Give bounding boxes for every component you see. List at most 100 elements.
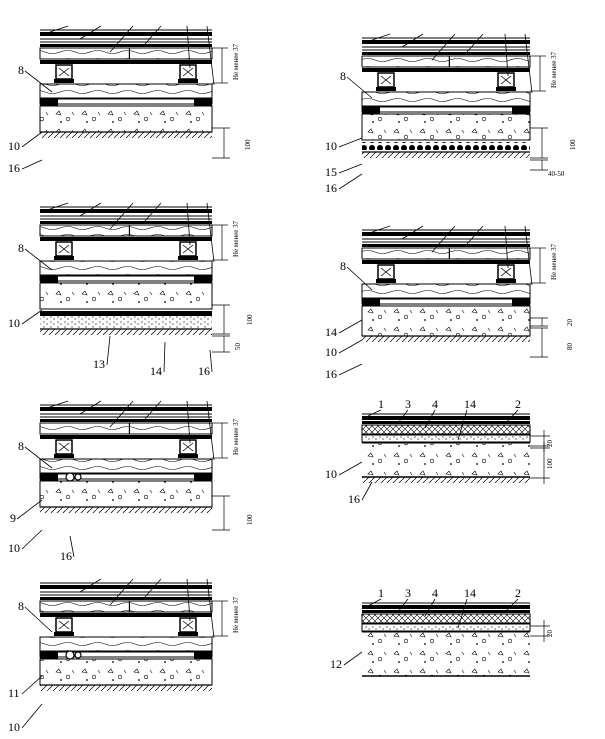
ground-hatch [40, 507, 212, 513]
leader-line [401, 33, 424, 48]
min-height-note: Не менее 37 [232, 220, 240, 257]
dimension-20: 20 [546, 630, 554, 638]
callout-10: 10 [8, 139, 20, 153]
leader-line [69, 535, 75, 558]
leader-line [397, 598, 409, 613]
leader-line [79, 202, 102, 217]
callout-13: 13 [93, 357, 105, 371]
leader-line [466, 225, 484, 245]
leader-line [338, 173, 363, 190]
leader-line [109, 400, 134, 428]
dimension-100: 100 [244, 139, 252, 150]
callout-2: 2 [515, 397, 521, 411]
leader-line [186, 202, 191, 246]
leader-line [343, 651, 363, 666]
finish-layer [362, 40, 530, 44]
callout-8: 8 [340, 259, 346, 273]
callout-14: 14 [325, 325, 337, 339]
joist-hatch [500, 267, 512, 277]
joist-hatch [58, 442, 70, 452]
pad [496, 279, 516, 283]
leader-line [338, 319, 363, 334]
mastic-layer [361, 424, 531, 435]
callout-10: 10 [8, 316, 20, 330]
subfloor-board [361, 283, 531, 299]
subfloor-board [39, 458, 213, 474]
leader-line [466, 33, 484, 53]
insulation-tube [65, 472, 75, 482]
min-height-note: Не менее 37 [232, 418, 240, 455]
waterproof-layer [40, 311, 212, 316]
concrete-base [362, 443, 530, 477]
dimension-100: 100 [246, 314, 254, 325]
joist-hatch [182, 244, 194, 254]
support-block [194, 474, 212, 481]
leader-line [109, 578, 134, 606]
callout-8: 8 [18, 439, 24, 453]
leader-line [144, 25, 162, 45]
joist-hatch [58, 244, 70, 254]
pad [54, 632, 74, 636]
leader-line [186, 578, 191, 622]
leader-line [49, 400, 69, 408]
insulation-tube [65, 650, 75, 660]
board-layer [361, 55, 531, 68]
pad [178, 454, 198, 458]
underlay [362, 68, 530, 72]
support-block [194, 99, 212, 106]
support-block [194, 652, 212, 659]
pad [178, 79, 198, 83]
insulation-tube [74, 651, 82, 659]
leader-line [206, 400, 215, 461]
callout-10: 10 [8, 541, 20, 555]
leader-line [524, 33, 533, 94]
underlay [362, 260, 530, 264]
insulation-tube [74, 473, 82, 481]
support-block [512, 299, 530, 306]
leader-line [424, 409, 436, 429]
callout-8: 8 [18, 599, 24, 613]
leader-line [431, 33, 456, 61]
leader-line [457, 409, 468, 441]
leader-line [109, 202, 134, 230]
leader-line [504, 225, 509, 269]
finish-layer [362, 244, 530, 247]
callout-3: 3 [405, 586, 411, 600]
pad [54, 256, 74, 260]
leader-line [21, 675, 43, 695]
leader-line [206, 578, 215, 639]
leader-line [338, 461, 363, 476]
pad [178, 632, 198, 636]
underlay [40, 60, 212, 64]
board-layer [39, 224, 213, 237]
callout-10: 10 [8, 720, 20, 734]
leader-line [144, 400, 162, 420]
leader-line [206, 202, 215, 263]
concrete-base [361, 305, 531, 337]
leader-line [206, 25, 215, 86]
concrete-base [39, 105, 213, 133]
dimension-100: 100 [246, 514, 254, 525]
finish-layer [362, 52, 530, 55]
callout-15: 15 [325, 165, 337, 179]
concrete-base [39, 282, 213, 310]
leader-line [367, 409, 382, 417]
subfloor-board [361, 91, 531, 107]
leader-line [371, 225, 391, 233]
leader-line [504, 409, 519, 425]
finish-layer [362, 610, 530, 613]
callout-10: 10 [325, 139, 337, 153]
callout-8: 8 [18, 63, 24, 77]
joist-hatch [58, 620, 70, 630]
callout-16: 16 [60, 549, 72, 563]
callout-1: 1 [378, 586, 384, 600]
min-height-note: Не менее 37 [232, 43, 240, 80]
underlay [40, 237, 212, 241]
pad [54, 79, 74, 83]
callout-9: 9 [10, 511, 16, 525]
base-strip [39, 275, 213, 282]
